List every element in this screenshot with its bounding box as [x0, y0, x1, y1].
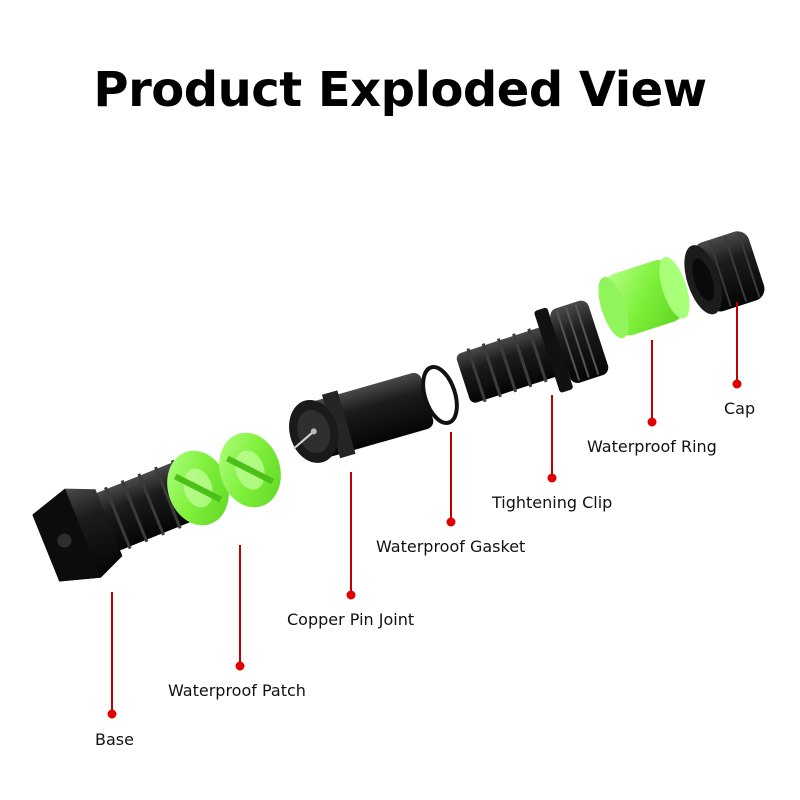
leader-waterproof-patch: [235, 545, 245, 671]
label-waterproof-gasket: Waterproof Gasket: [376, 537, 525, 556]
leader-copper-pin-joint: [346, 472, 356, 600]
leader-cap: [732, 302, 742, 389]
page-title: Product Exploded View: [93, 62, 707, 118]
copper-pin-joint-part: [289, 372, 434, 463]
label-tightening-clip: Tightening Clip: [491, 493, 612, 512]
leader-waterproof-ring: [647, 340, 657, 427]
leader-base: [107, 592, 117, 719]
label-copper-pin-joint: Copper Pin Joint: [287, 610, 414, 629]
tightening-clip-part: [456, 300, 609, 403]
waterproof-gasket-part: [421, 365, 459, 425]
label-waterproof-patch: Waterproof Patch: [168, 681, 306, 700]
leader-tightening-clip: [547, 395, 557, 483]
cap-part: [684, 231, 765, 315]
waterproof-patch-part: [167, 432, 281, 526]
label-cap: Cap: [724, 399, 755, 418]
base-part: [32, 459, 204, 582]
label-base: Base: [95, 730, 134, 749]
waterproof-ring-part: [598, 257, 690, 339]
label-waterproof-ring: Waterproof Ring: [587, 437, 717, 456]
leader-waterproof-gasket: [446, 432, 456, 527]
